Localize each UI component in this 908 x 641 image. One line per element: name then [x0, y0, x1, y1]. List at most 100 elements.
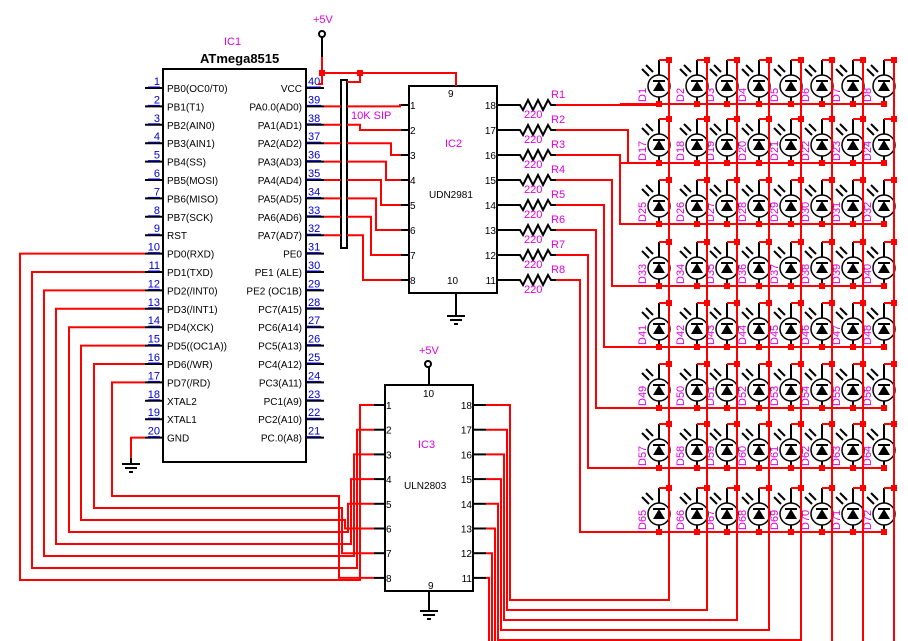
ic1-pin-name: GND: [167, 434, 189, 445]
diode-triangle-icon: [816, 385, 828, 395]
light-arrow-icon: [713, 368, 722, 377]
ic2-input-wire: [347, 104, 401, 108]
junction-dot: [850, 283, 856, 289]
diode-triangle-icon: [653, 445, 665, 455]
led: D67: [705, 485, 740, 535]
pd-wire: [68, 326, 374, 533]
junction-dot: [694, 344, 700, 350]
resistor-icon: [516, 172, 556, 188]
light-arrow-icon: [808, 428, 817, 437]
light-arrow-icon: [870, 307, 879, 316]
ic1-pin-number: 12: [148, 278, 160, 290]
ic1-pin-number: 23: [308, 389, 320, 401]
ic3-pin-number: 1: [386, 401, 392, 412]
light-arrow-icon: [641, 127, 650, 136]
ic2-pin-number: 2: [410, 126, 416, 137]
led: D42: [675, 300, 710, 350]
column-drive-wire: [486, 527, 833, 641]
junction-dot: [850, 405, 856, 411]
vcc-terminal-icon: [318, 30, 326, 38]
resistor-value: 220: [524, 134, 542, 146]
ic1-pin-name: PA2(AD2): [258, 139, 302, 150]
diode-triangle-icon: [816, 445, 828, 455]
gnd-wire: [130, 436, 145, 458]
led-label: D17: [637, 141, 649, 161]
led-label: D41: [637, 325, 649, 345]
led: D51: [705, 361, 740, 411]
light-arrow-icon: [777, 64, 786, 73]
ic2-input-wire: [347, 142, 401, 156]
ic1-left-pins: 1PB0(OC0/T0)2PB1(T1)3PB2(AIN0)4PB3(AIN1)…: [145, 76, 228, 445]
ic2-pin-number: 4: [410, 176, 416, 187]
led-label: D8: [862, 88, 874, 102]
diode-triangle-icon: [691, 201, 703, 211]
led: D54: [800, 361, 835, 411]
ic1-pin-number: 39: [308, 94, 320, 106]
junction-dot: [788, 283, 794, 289]
led-label: D23: [831, 141, 843, 161]
light-arrow-icon: [709, 496, 718, 505]
light-arrow-icon: [835, 68, 844, 77]
ic2-pin-number: 13: [485, 226, 497, 237]
ic1-pin-name: PC1(A9): [264, 397, 302, 408]
resistor-value: 220: [524, 284, 542, 296]
light-arrow-icon: [641, 250, 650, 259]
led: D38: [800, 239, 835, 289]
light-arrow-icon: [866, 311, 875, 320]
led-label: D61: [769, 446, 781, 466]
light-arrow-icon: [709, 188, 718, 197]
ic1-pin-number: 35: [308, 168, 320, 180]
light-arrow-icon: [713, 246, 722, 255]
ic1-pin-name: PC.0(A8): [261, 434, 302, 445]
pd-wire: [93, 363, 374, 555]
diode-triangle-icon: [847, 140, 859, 150]
light-arrow-icon: [745, 64, 754, 73]
ic1-right-pins: 40VCC39PA0.0(AD0)38PA1(AD1)37PA2(AD2)36P…: [246, 76, 324, 445]
light-arrow-icon: [835, 496, 844, 505]
led-label: D63: [831, 446, 843, 466]
ic1-pin-name: PC3(A11): [259, 378, 302, 389]
light-arrow-icon: [683, 307, 692, 316]
light-arrow-icon: [808, 123, 817, 132]
light-arrow-icon: [683, 368, 692, 377]
junction-dot: [756, 101, 762, 107]
light-arrow-icon: [645, 64, 654, 73]
light-arrow-icon: [866, 496, 875, 505]
diode-triangle-icon: [721, 81, 733, 91]
ic3-pin-number: 5: [386, 500, 392, 511]
diode-triangle-icon: [721, 324, 733, 334]
led-label: D65: [637, 510, 649, 530]
junction-dot: [724, 465, 730, 471]
led: D31: [831, 177, 866, 227]
ic3-pin-number: 2: [386, 426, 392, 437]
ic1-pin-number: 28: [308, 297, 320, 309]
ic1-pin-name: PE0: [283, 250, 302, 261]
diode-triangle-icon: [785, 385, 797, 395]
ic1-pin-name: PA6(AD6): [258, 213, 302, 224]
ic2-ref: IC2: [445, 138, 462, 150]
ic3-part: ULN2803: [404, 481, 447, 492]
junction-dot: [850, 101, 856, 107]
column-drive-wire: [486, 548, 864, 641]
light-arrow-icon: [741, 496, 750, 505]
ic2-pin-number: 1: [410, 101, 416, 112]
diode-triangle-icon: [847, 201, 859, 211]
junction-dot: [694, 405, 700, 411]
light-arrow-icon: [773, 68, 782, 77]
junction-dot: [756, 465, 762, 471]
light-arrow-icon: [773, 188, 782, 197]
diode-triangle-icon: [878, 263, 890, 273]
light-arrow-icon: [773, 372, 782, 381]
light-arrow-icon: [709, 372, 718, 381]
led: D61: [769, 421, 804, 471]
diode-triangle-icon: [785, 445, 797, 455]
light-arrow-icon: [835, 372, 844, 381]
diode-triangle-icon: [785, 201, 797, 211]
ic1-pin-number: 19: [148, 407, 160, 419]
ic2-input-wire: [347, 179, 401, 206]
ic3-pin-number: 6: [386, 525, 392, 536]
led-label: D20: [737, 141, 749, 161]
led: D52: [737, 361, 772, 411]
ic1-pin-name: PD1(TXD): [167, 268, 213, 279]
